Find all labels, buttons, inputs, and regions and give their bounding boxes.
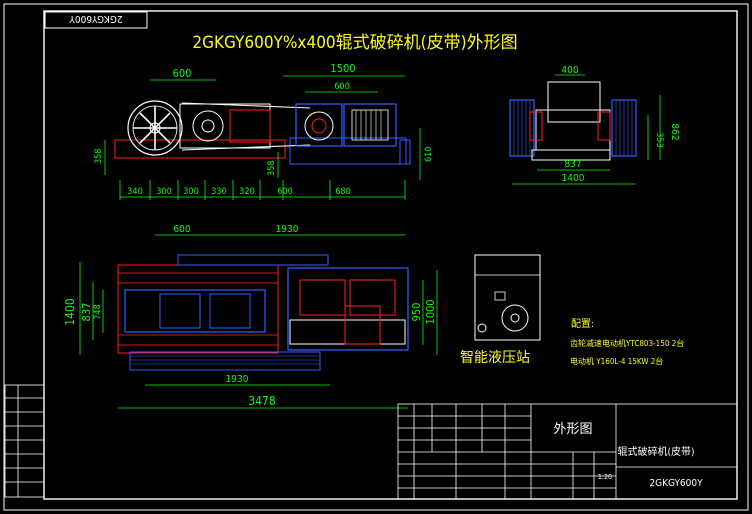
revision-table bbox=[4, 384, 45, 498]
title-block-drawing-name: 外形图 bbox=[553, 422, 592, 437]
dim-plan-748: 748 bbox=[93, 304, 103, 319]
notes-heading: 配置: bbox=[571, 318, 594, 330]
dim-front-600: 600 bbox=[173, 67, 192, 80]
dim-plan-1930a: 1930 bbox=[276, 224, 299, 235]
hydraulic-station: 智能液压站 bbox=[460, 254, 541, 366]
dim-bottom-2: 300 bbox=[183, 187, 198, 197]
dim-plan-1000: 1000 bbox=[424, 299, 437, 324]
stamp-box: 2GKGY600Y bbox=[44, 11, 148, 29]
dim-front-1500: 1500 bbox=[330, 62, 355, 75]
dim-side-358b: 358 bbox=[267, 161, 277, 176]
dim-bottom-1: 300 bbox=[156, 187, 171, 197]
notes-line2: 电动机 Y160L-4 15KW 2台 bbox=[570, 356, 663, 366]
dim-plan-950: 950 bbox=[410, 303, 423, 322]
dim-side-837: 837 bbox=[564, 159, 581, 170]
dim-plan-1400: 1400 bbox=[63, 298, 77, 326]
flywheel bbox=[127, 100, 183, 156]
dim-side-400: 400 bbox=[561, 65, 578, 76]
dim-side-358a: 358 bbox=[94, 149, 104, 164]
dim-bottom-6: 680 bbox=[335, 187, 350, 197]
plan-view: 600 1930 1400 837 748 950 1000 1930 3478 bbox=[63, 224, 438, 409]
notes: 配置: 齿轮减速电动机YTC803-150 2台 电动机 Y160L-4 15K… bbox=[570, 318, 684, 366]
title-block-model: 2GKGY600Y bbox=[649, 478, 703, 489]
dim-plan-600: 600 bbox=[173, 224, 190, 235]
hydraulic-station-label: 智能液压站 bbox=[460, 350, 530, 366]
side-view: 400 862 353 837 1400 bbox=[509, 65, 680, 185]
dim-side-862: 862 bbox=[669, 123, 680, 140]
dim-bottom-5: 600 bbox=[277, 187, 292, 197]
dim-front-600b: 600 bbox=[334, 82, 349, 92]
dim-bottom-0: 340 bbox=[127, 187, 142, 197]
drawing-border bbox=[43, 10, 738, 500]
dim-side-610: 610 bbox=[424, 147, 434, 162]
dim-side-353: 353 bbox=[654, 132, 664, 147]
dim-side-1400: 1400 bbox=[562, 173, 585, 184]
dim-plan-837: 837 bbox=[80, 303, 93, 322]
front-view: 600 1500 600 340 300 300 330 320 600 680… bbox=[94, 62, 434, 200]
title-block-scale: 1:20 bbox=[598, 473, 612, 481]
dim-bottom-4: 320 bbox=[239, 187, 254, 197]
stamp-text: 2GKGY600Y bbox=[69, 13, 123, 24]
dim-plan-1930b: 1930 bbox=[226, 374, 249, 385]
title-block-product-name: 辊式破碎机(皮带) bbox=[617, 445, 694, 458]
notes-line1: 齿轮减速电动机YTC803-150 2台 bbox=[570, 338, 684, 348]
dim-plan-3478: 3478 bbox=[248, 394, 276, 408]
drawing-title: 2GKGY600Y%x400辊式破碎机(皮带)外形图 bbox=[192, 33, 517, 53]
title-block: 外形图 辊式破碎机(皮带) 2GKGY600Y 1:20 bbox=[397, 403, 738, 500]
dim-bottom-3: 330 bbox=[211, 187, 226, 197]
